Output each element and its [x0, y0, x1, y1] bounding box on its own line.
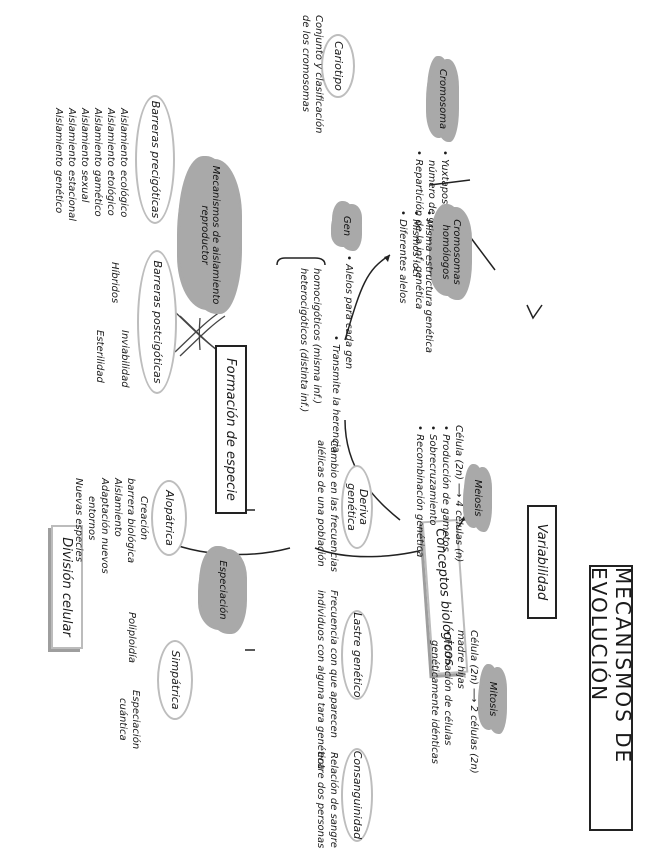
meiosis-description: Célula (2n) ⟶ 4 células (n) • Producción… [413, 425, 465, 562]
hibridos-label: Híbridos [108, 262, 120, 303]
lastre-description: Frecuencia con que aparecen individuos c… [314, 590, 340, 769]
esterilidad-label: Esterilidad [93, 330, 105, 383]
node-especiacion: Especiación [201, 550, 245, 630]
bracket-gen [277, 258, 325, 265]
cariotipo-description: Conjunto y clasificación de los cromosom… [299, 15, 325, 133]
node-barreras-postcigoticas: Barreras postcigóticas [137, 250, 177, 394]
map-title: MECANISMOS DE EVOLUCIÓN [589, 565, 633, 831]
node-consanguinidad: Consanguinidad [341, 748, 373, 842]
node-barreras-precigoticas: Barreras precigóticas [135, 95, 175, 224]
node-mecanismos-aislamiento: Mecanismos de aislamiento reproductor [180, 160, 240, 310]
precigoticas-list: Aislamiento ecológico Aislamiento etológ… [52, 108, 130, 221]
node-gen: Gen [334, 205, 360, 247]
branch-variabilidad: Variabilidad [527, 505, 557, 619]
node-simpatrica: Simpátrica [157, 640, 193, 720]
node-meiosis: Meiosis [466, 468, 490, 528]
node-alopatrica: Alopátrica [151, 480, 187, 556]
node-cromosoma: Cromosoma [429, 60, 457, 138]
alopatrica-steps: Creación barrera biológica Aislamiento A… [72, 478, 150, 574]
consanguinidad-description: Relación de sangre entre dos personas [314, 752, 340, 848]
node-cariotipo: Cariotipo [321, 34, 355, 98]
node-mitosis: Mitosis [481, 668, 505, 730]
gen-description: • Alelos para cada gen • Transmite la he… [329, 255, 355, 453]
node-lastre-genetico: Lastre genético [341, 610, 373, 700]
node-cromosomas-homologos: Cromosomas homólogos [432, 208, 470, 296]
especiacion-cuantica-label: Especiación cuántica [116, 690, 142, 749]
bracket-hibridos [527, 305, 542, 318]
deriva-description: Cambio en las frecuencias alélicas de un… [314, 440, 340, 572]
gen-bracket-options: homocigóticos (misma inf.) heterocigótic… [297, 268, 323, 412]
node-deriva-genetica: Deriva genética [341, 465, 373, 549]
homologos-description: • Misma estructura genética • Mismos loc… [396, 210, 435, 353]
mitosis-description: Célula (2n) ⟶ 2 células (2n) madre hijas… [428, 630, 480, 774]
inviabilidad-label: Inviabilidad [118, 330, 130, 388]
poliploidia-label: Poliploidía [125, 612, 137, 663]
branch-formacion-de-especie: Formación de especie [215, 345, 247, 514]
